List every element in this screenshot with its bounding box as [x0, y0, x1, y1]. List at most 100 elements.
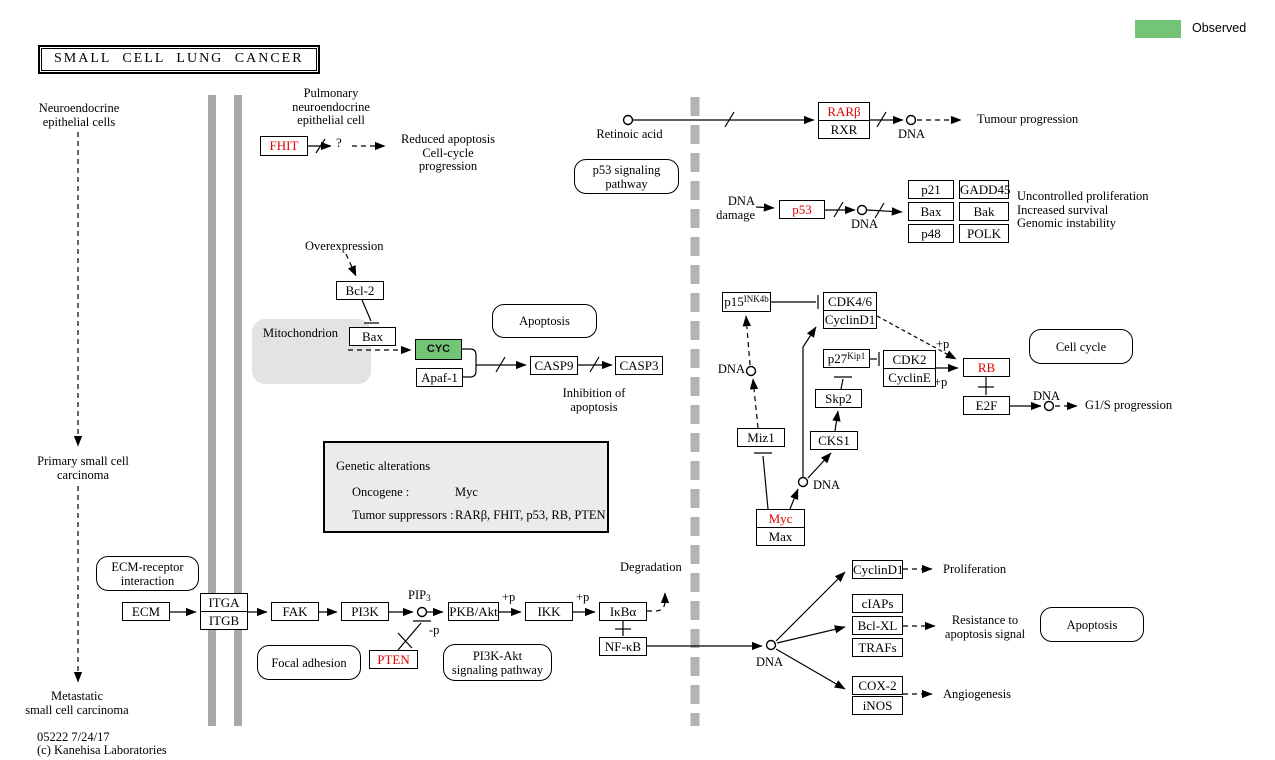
node-cycline[interactable]: CyclinE: [884, 368, 935, 386]
label-dna-myc: DNA: [813, 478, 841, 492]
label-g1s-progression: G1/S progression: [1085, 398, 1173, 412]
node-skp2[interactable]: Skp2: [815, 389, 862, 408]
node-max[interactable]: Max: [757, 527, 804, 545]
node-cdk46-cyclind1: CDK4/6 CyclinD1: [823, 292, 877, 329]
node-pi3k[interactable]: PI3K: [341, 602, 389, 621]
label-plus-p-cdk2: +p: [934, 375, 948, 389]
node-cdk2[interactable]: CDK2: [892, 352, 927, 367]
p53-dna-circle: [856, 204, 868, 216]
label-angiogenesis: Angiogenesis: [943, 687, 1012, 701]
node-myc[interactable]: Myc: [768, 511, 793, 526]
node-fhit[interactable]: FHIT: [260, 136, 308, 156]
genetic-oncogene-label: Oncogene :: [352, 485, 410, 499]
node-p53[interactable]: p53: [779, 200, 825, 219]
label-resistance: Resistance to apoptosis signal: [944, 613, 1026, 641]
label-pip3: PIP3: [408, 588, 431, 603]
node-cyclind1-a[interactable]: CyclinD1: [824, 310, 876, 327]
label-dna-rar: DNA: [898, 127, 926, 141]
label-minus-p: -p: [429, 623, 440, 637]
node-cdk46[interactable]: CDK4/6: [827, 294, 873, 309]
node-polk[interactable]: POLK: [959, 224, 1009, 243]
node-cdk2-cycline: CDK2 CyclinE: [883, 350, 936, 387]
node-rxr[interactable]: RXR: [819, 120, 869, 138]
genetic-oncogene-value: Myc: [455, 485, 478, 499]
label-dna-p53: DNA: [851, 217, 879, 231]
label-proliferation: Proliferation: [943, 562, 1007, 576]
node-rb[interactable]: RB: [963, 358, 1010, 377]
pathway-cell-cycle[interactable]: Cell cycle: [1029, 329, 1133, 364]
observed-legend-swatch: [1135, 20, 1181, 38]
node-cyc[interactable]: CYC: [415, 339, 462, 360]
node-ciaps[interactable]: cIAPs: [852, 594, 903, 613]
node-cox2[interactable]: COX-2: [852, 676, 903, 695]
node-miz1[interactable]: Miz1: [737, 428, 785, 447]
node-pten[interactable]: PTEN: [369, 650, 418, 669]
pathway-focal-adhesion[interactable]: Focal adhesion: [257, 645, 361, 680]
label-reduced-apoptosis: Reduced apoptosis Cell-cycle progression: [400, 132, 496, 173]
node-gadd45[interactable]: GADD45: [959, 180, 1011, 199]
edges: [73, 111, 1078, 699]
pip3-circle: [416, 606, 428, 618]
node-p15[interactable]: p15INK4b: [722, 292, 771, 312]
node-nfkb[interactable]: NF-κB: [599, 637, 647, 656]
node-ecm[interactable]: ECM: [122, 602, 170, 621]
node-casp9[interactable]: CASP9: [530, 356, 578, 375]
plasma-membrane: [208, 95, 242, 726]
myc-dna-circle: [797, 476, 809, 488]
label-plus-p-ikk: +p: [576, 590, 590, 604]
node-itga-itgb: ITGA ITGB: [200, 593, 248, 630]
pathway-apoptosis-upper[interactable]: Apoptosis: [492, 304, 597, 338]
label-dna-p15: DNA: [717, 362, 745, 376]
dna-binding-circles: [416, 114, 1055, 651]
node-p21[interactable]: p21: [908, 180, 954, 199]
node-cyclind1-b[interactable]: CyclinD1: [852, 560, 904, 579]
label-dna-damage: DNA damage: [716, 194, 755, 222]
label-inhibition-apoptosis: Inhibition of apoptosis: [562, 386, 626, 414]
node-pkbakt[interactable]: PKB/Akt: [448, 602, 499, 621]
node-bclxl[interactable]: Bcl-XL: [852, 616, 903, 635]
label-question-mark: ?: [336, 135, 342, 150]
node-itgb[interactable]: ITGB: [201, 611, 247, 629]
label-dna-e2f: DNA: [1033, 389, 1061, 403]
node-p48[interactable]: p48: [908, 224, 954, 243]
node-itga[interactable]: ITGA: [208, 595, 240, 610]
pathway-pi3k-akt[interactable]: PI3K-Akt signaling pathway: [443, 644, 552, 681]
e2f-dna-circle: [1043, 400, 1055, 412]
genetic-suppressors-value: RARβ, FHIT, p53, RB, PTEN: [455, 508, 606, 522]
node-ikba[interactable]: IκBα: [599, 602, 647, 621]
label-degradation: Degradation: [620, 560, 682, 574]
node-ikk[interactable]: IKK: [525, 602, 573, 621]
label-tumour-progression: Tumour progression: [977, 112, 1079, 126]
node-cks1[interactable]: CKS1: [810, 431, 858, 450]
pathway-p53-signaling[interactable]: p53 signaling pathway: [574, 159, 679, 194]
node-bax-target[interactable]: Bax: [908, 202, 954, 221]
node-trafs[interactable]: TRAFs: [852, 638, 903, 657]
label-plus-p-cdk46: +p: [936, 337, 950, 351]
pathway-apoptosis-lower[interactable]: Apoptosis: [1040, 607, 1144, 642]
genetic-suppressors-label: Tumor suppressors :: [352, 508, 454, 522]
label-primary-carcinoma: Primary small cell carcinoma: [37, 454, 129, 482]
genetic-title: Genetic alterations: [336, 459, 431, 473]
node-rarb[interactable]: RARβ: [827, 104, 861, 119]
node-p27[interactable]: p27Kip1: [823, 349, 870, 368]
node-fak[interactable]: FAK: [271, 602, 319, 621]
observed-legend-label: Observed: [1192, 21, 1247, 35]
label-dna-nfkb: DNA: [756, 655, 784, 669]
nfkb-dna-circle: [765, 639, 777, 651]
map-footer: 05222 7/24/17 (c) Kanehisa Laboratories: [37, 730, 167, 757]
node-e2f[interactable]: E2F: [963, 396, 1010, 415]
label-overexpression: Overexpression: [305, 239, 384, 253]
label-neuroendocrine-cells: Neuroendocrine epithelial cells: [38, 101, 120, 129]
node-bcl2[interactable]: Bcl-2: [336, 281, 384, 300]
label-metastatic-carcinoma: Metastatic small cell carcinoma: [25, 689, 129, 717]
node-casp3[interactable]: CASP3: [615, 356, 663, 375]
label-pulmonary-cell: Pulmonary neuroendocrine epithelial cell: [292, 86, 370, 127]
node-inos[interactable]: iNOS: [852, 696, 903, 715]
node-bax[interactable]: Bax: [349, 327, 396, 346]
pathway-ecm-receptor[interactable]: ECM-receptor interaction: [96, 556, 199, 591]
node-bak[interactable]: Bak: [959, 202, 1009, 221]
map-title-box: SMALL CELL LUNG CANCER: [38, 45, 320, 74]
node-apaf1[interactable]: Apaf-1: [416, 368, 463, 387]
node-myc-max: Myc Max: [756, 509, 805, 546]
